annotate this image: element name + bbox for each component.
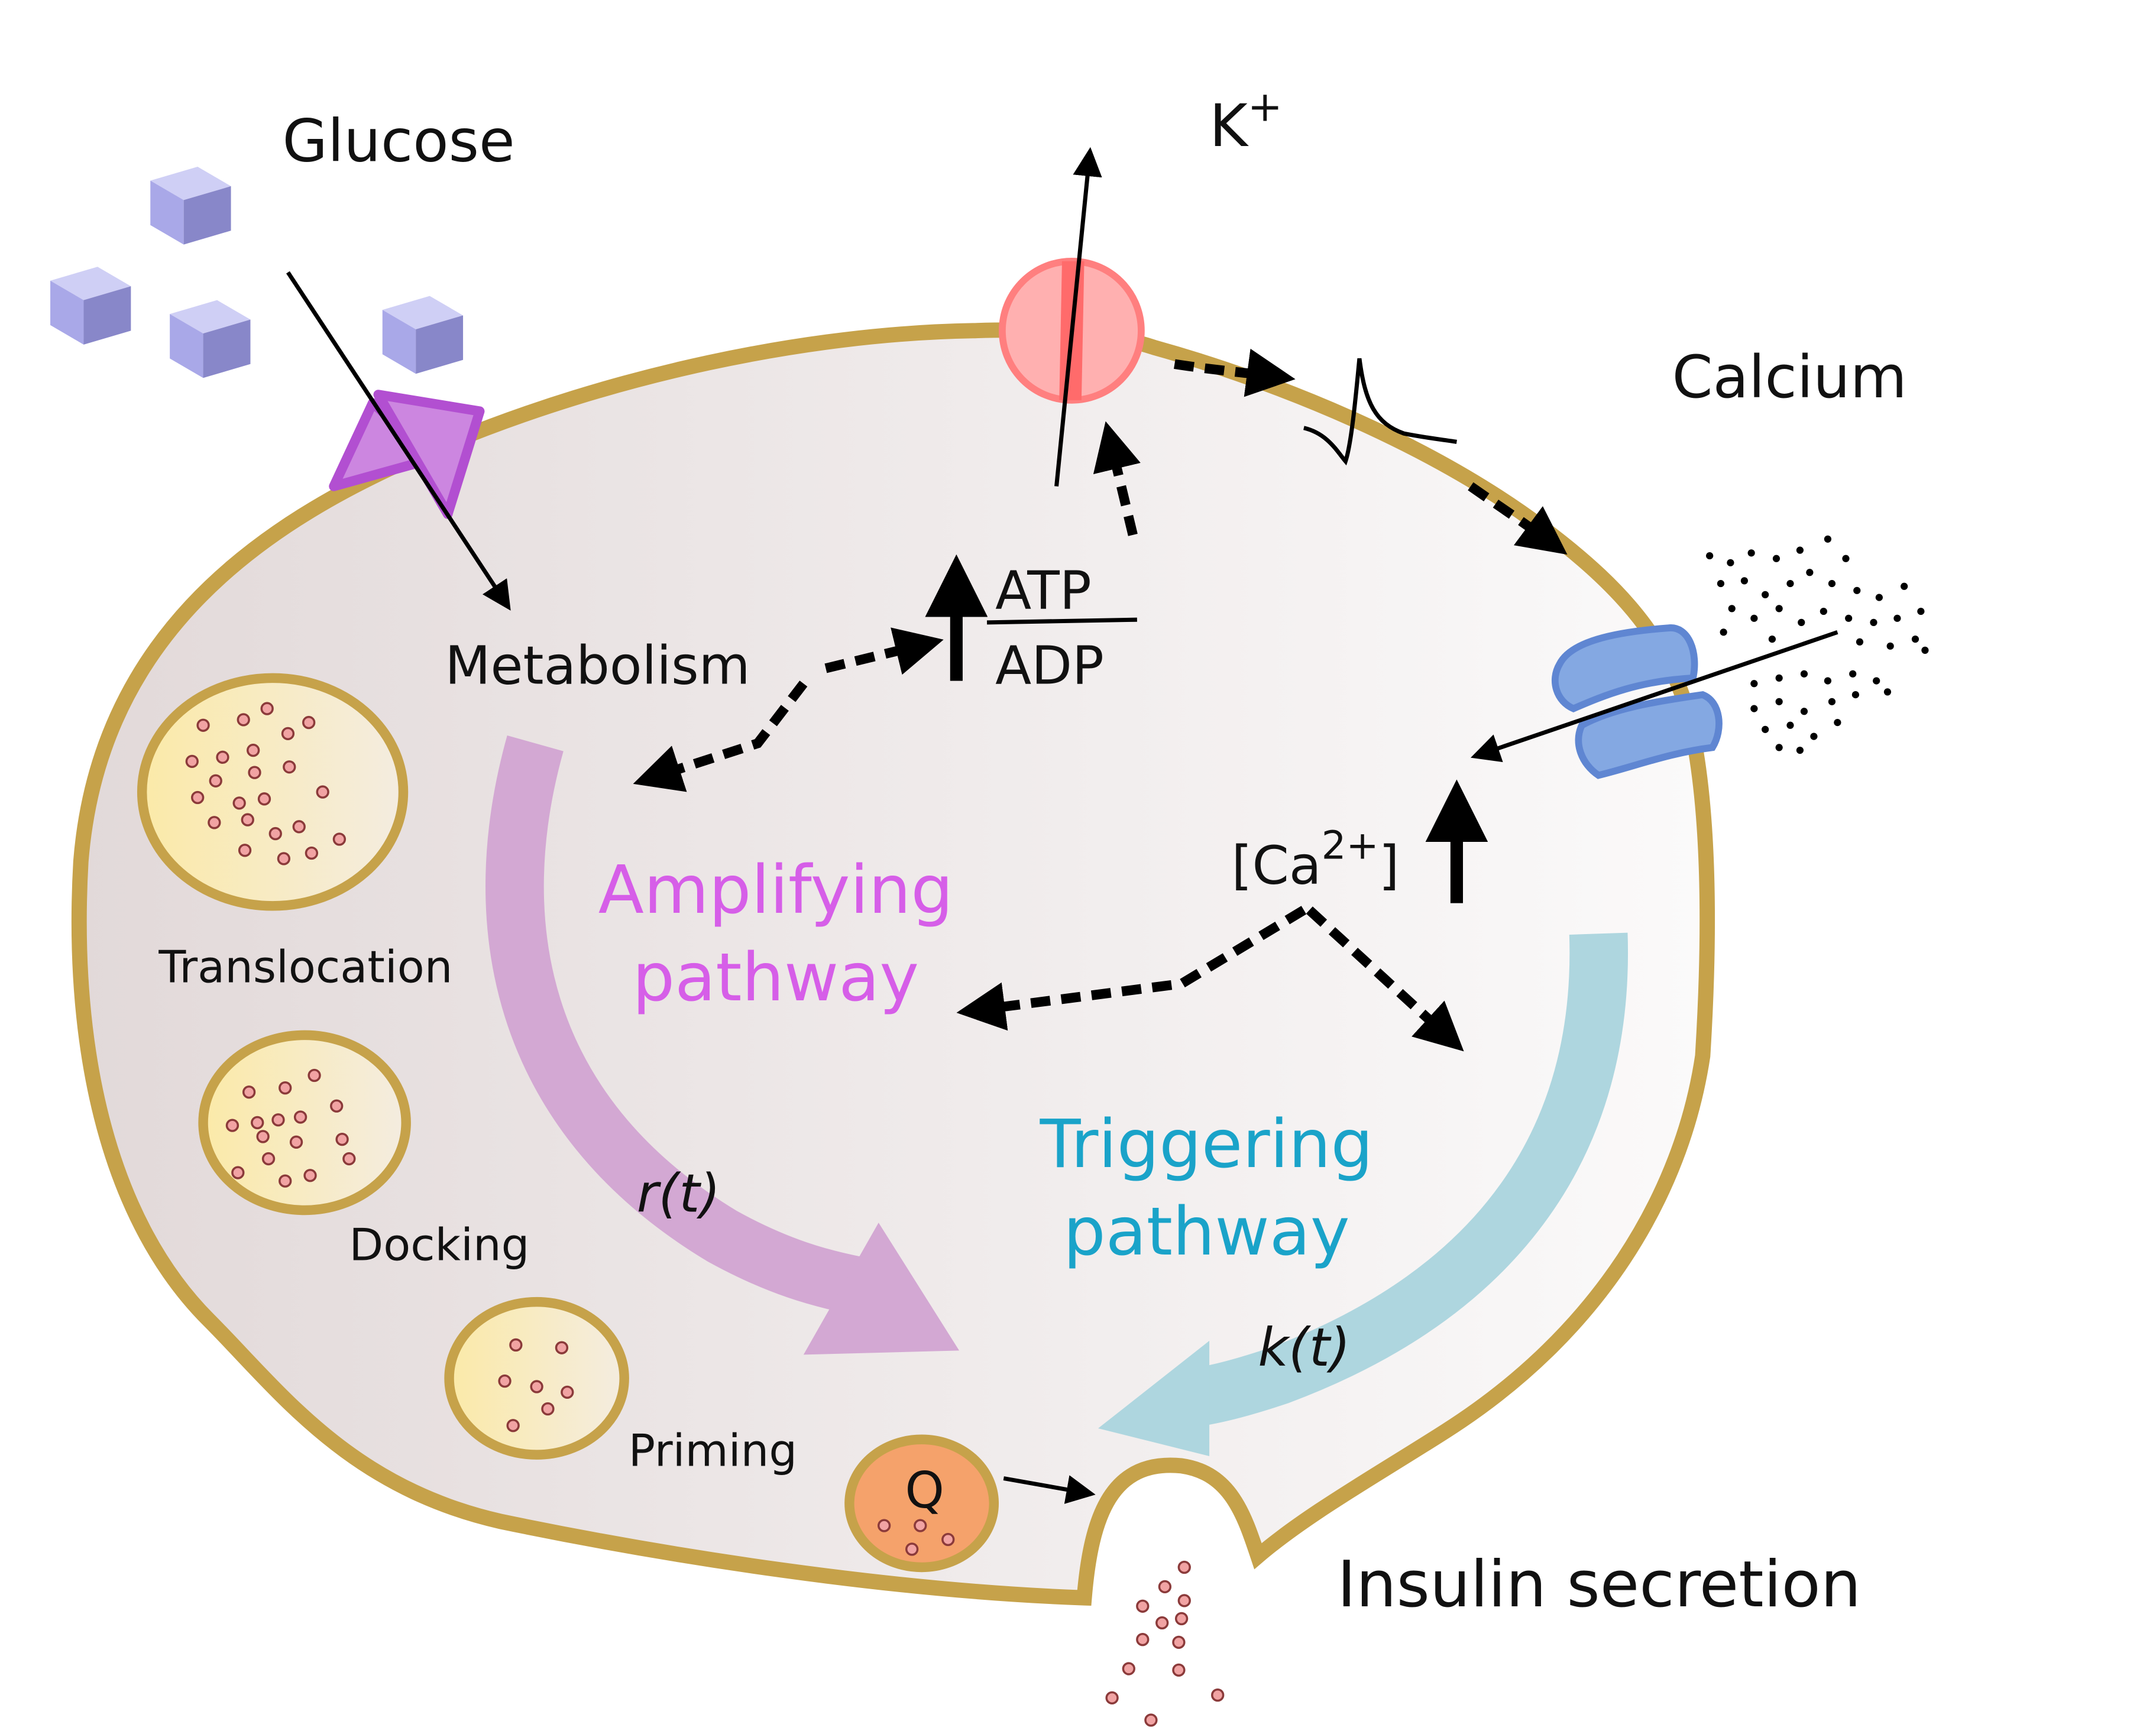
glucose-label: Glucose	[283, 108, 515, 176]
vesicle-translocation	[137, 673, 409, 911]
k-t-label: k(t)	[1258, 1317, 1350, 1379]
cell-membrane	[71, 322, 1715, 1606]
glucose-cube-icon	[170, 300, 251, 378]
glucose-transporter-icon	[329, 390, 485, 519]
glucose-cube-icon	[150, 167, 231, 245]
potassium-efflux-arrow	[1054, 147, 1102, 487]
insulin-secretion-label: Insulin secretion	[1337, 1548, 1861, 1622]
calcium-ions	[1706, 535, 1929, 754]
amplifying-label-line2: pathway	[633, 938, 920, 1016]
atp-label: ATP	[995, 560, 1092, 621]
priming-label: Priming	[629, 1424, 797, 1476]
calcium-channel-icon	[1552, 624, 1723, 779]
amplifying-pathway-arrow	[485, 735, 960, 1355]
potassium-label: K+	[1209, 82, 1283, 160]
calcium-bracket-close: ]	[1379, 835, 1400, 897]
depolarization-arrow-2	[1468, 482, 1568, 555]
depolarization-arrow-1	[1174, 348, 1296, 397]
metabolism-to-atp-arrow	[824, 627, 944, 675]
action-potential-spike-icon	[1303, 358, 1457, 466]
triggering-label-line2: pathway	[1063, 1192, 1350, 1270]
metabolism-label: Metabolism	[445, 635, 750, 696]
r-t-label: r(t)	[637, 1163, 720, 1224]
calcium-concentration-label: [Ca2+]	[1232, 822, 1400, 896]
calcium-label: Calcium	[1672, 343, 1907, 411]
triggering-pathway-arrow	[1098, 932, 1629, 1456]
potassium-charge: +	[1248, 82, 1283, 131]
glucose-uptake-arrow	[286, 271, 511, 611]
triggering-label-line1: Triggering	[1040, 1105, 1373, 1183]
docking-label: Docking	[349, 1219, 529, 1271]
translocation-label: Translocation	[158, 941, 452, 993]
atp-to-channel-arrow	[1093, 421, 1141, 536]
glucose-cube-icon	[382, 296, 464, 374]
metabolism-to-amplifying-arrow	[633, 680, 808, 792]
amplifying-label-line1: Amplifying	[598, 851, 953, 929]
insulin-granules	[185, 702, 1225, 1727]
calcium-influx-arrow	[1470, 630, 1838, 763]
vesicle-docking	[198, 1030, 411, 1216]
adp-label: ADP	[995, 635, 1104, 696]
calcium-to-triggering-arrow	[1306, 906, 1464, 1052]
vesicle-q	[844, 1434, 999, 1573]
glucose-cube-icon	[50, 267, 131, 345]
calcium-bracket-open: [Ca	[1232, 835, 1322, 897]
q-label: Q	[905, 1461, 944, 1519]
potassium-symbol: K	[1209, 92, 1249, 160]
q-to-secretion-arrow	[1003, 1475, 1096, 1504]
vesicle-priming	[444, 1297, 629, 1460]
atp-adp-fraction-bar	[986, 617, 1137, 625]
calcium-to-amplifying-arrow	[956, 906, 1307, 1031]
calcium-charge: 2+	[1322, 822, 1379, 868]
